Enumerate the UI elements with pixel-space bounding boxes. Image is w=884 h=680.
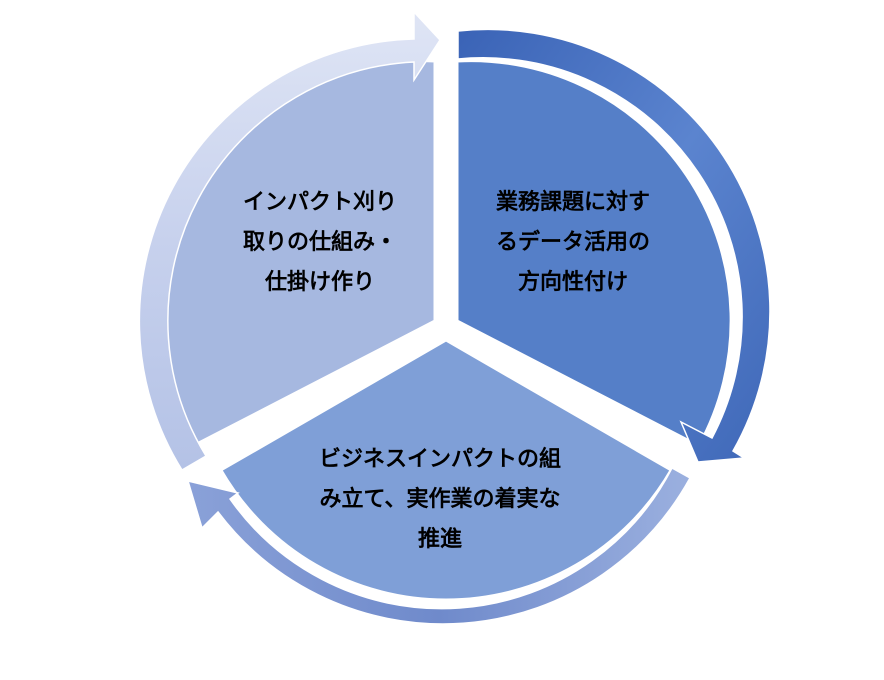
segment-label-top-left: インパクト刈り 取りの仕組み・ 仕掛け作り	[205, 183, 435, 303]
segment-label-line: 業務課題に対す	[495, 190, 650, 215]
segment-label-line: 推進	[417, 527, 462, 552]
segment-label-bottom: ビジネスインパクトの組 み立て、実作業の着実な 推進	[270, 440, 610, 560]
cycle-arrow-top-left	[138, 10, 441, 472]
cycle-arrow-bottom	[186, 466, 692, 625]
segment-label-line: 方向性付け	[517, 270, 628, 295]
segment-label-top-right: 業務課題に対す るデータ活用の 方向性付け	[458, 183, 688, 303]
segment-label-line: ビジネスインパクトの組	[318, 447, 561, 472]
segment-bottom	[219, 338, 673, 602]
segment-label-line: み立て、実作業の着実な	[319, 487, 561, 512]
segment-label-line: 仕掛け作り	[264, 270, 375, 295]
segment-label-line: るデータ活用の	[495, 230, 650, 255]
segment-label-line: 取りの仕組み・	[242, 230, 397, 255]
segment-label-line: インパクト刈り	[242, 190, 397, 215]
cycle-arrow-top-right	[457, 28, 771, 463]
segment-top-right	[455, 59, 733, 448]
